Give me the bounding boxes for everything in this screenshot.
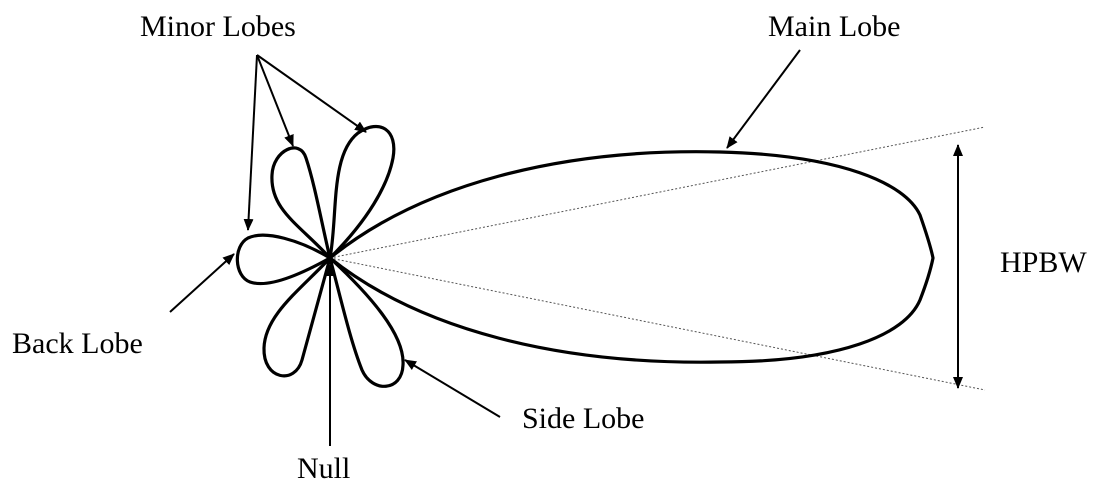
main-lobe-arrow: [726, 49, 801, 149]
side-lobe-label: Side Lobe: [522, 402, 644, 435]
back-lobe-shape: [235, 233, 332, 286]
side-lobe-arrow: [404, 359, 501, 418]
minor-lobes-arrow-2: [256, 54, 294, 147]
minor-lobes-arrow-3: [256, 54, 367, 133]
minor-lobe-upper-right: [328, 124, 396, 260]
main-lobe-label: Main Lobe: [768, 10, 900, 43]
minor-lobe-upper-left: [270, 146, 332, 260]
main-lobe-shape: [328, 150, 935, 364]
minor-lobe-lower-left: [262, 256, 332, 378]
side-lobe-shape: [328, 256, 405, 388]
minor-lobes-label: Minor Lobes: [140, 10, 296, 43]
hpbw-guide-lower: [329, 257, 986, 391]
hpbw-guide-upper: [329, 126, 986, 259]
back-lobe-arrow: [169, 253, 235, 313]
hpbw-label: HPBW: [1000, 246, 1087, 279]
back-lobe-label: Back Lobe: [12, 327, 143, 360]
minor-lobes-arrow-1: [243, 54, 258, 231]
null-label: Null: [297, 452, 350, 485]
